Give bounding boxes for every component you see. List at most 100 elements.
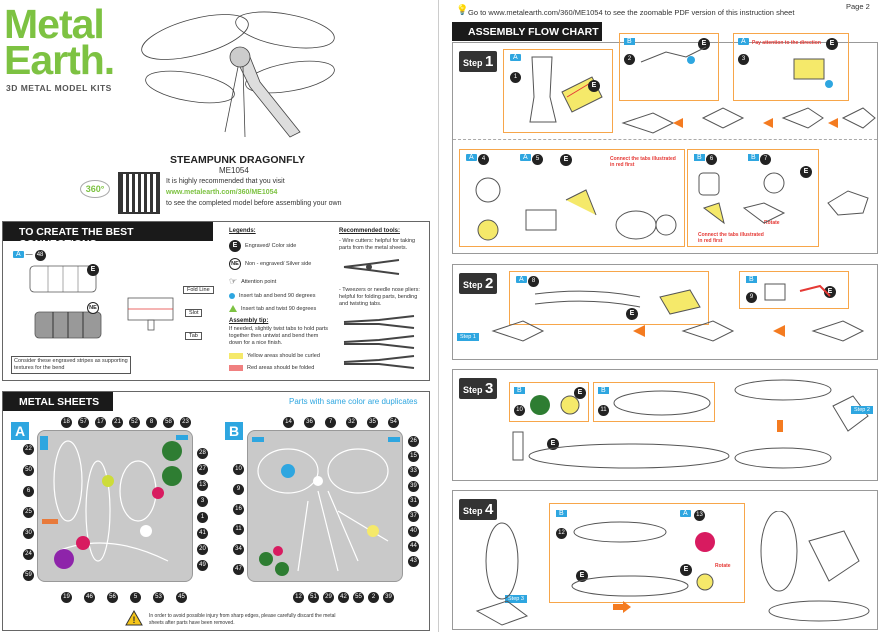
step4-part12-drawing	[571, 521, 715, 597]
step1-reference-tag: Step 1	[457, 333, 479, 341]
step1-divider	[453, 139, 877, 140]
green-triangle-icon	[229, 305, 237, 312]
page-divider	[438, 0, 439, 632]
step4-arrow	[613, 601, 631, 613]
step3-assembly-left	[512, 431, 730, 469]
legend-blue-dot: Insert tab and bend 90 degrees	[229, 293, 329, 299]
wire-cutter-icon	[343, 259, 400, 275]
page-number: Page 2	[846, 2, 870, 11]
step3-label: Step 3	[459, 378, 498, 399]
step2-part9-drawing	[764, 283, 831, 301]
tip-heading: Assembly tip:	[229, 318, 269, 324]
step3-part11-drawing	[613, 390, 711, 416]
logo-line1: Metal	[4, 1, 105, 47]
step1-box-a: A 1 E	[503, 49, 613, 133]
metal-sheets-heading: METAL SHEETS	[3, 392, 113, 411]
step2-reference-tag: Step 2	[851, 406, 873, 414]
step1-assembly-row1	[621, 107, 876, 134]
tool-tweezers: - Tweezers or needle nose pliers: helpfu…	[339, 287, 420, 307]
metal-sheets-panel: METAL SHEETS Parts with same color are d…	[2, 391, 430, 631]
step1-part-drawing	[529, 56, 603, 123]
step1-part4-drawing	[475, 177, 677, 241]
logo-line2: Earth.	[4, 37, 115, 83]
step3-reference-tag: Step 3	[505, 595, 527, 603]
part-tag: A	[13, 251, 24, 258]
step2-panel: Step 2 A 8 E B 9 E Step 1	[452, 264, 878, 360]
warning-icon: !	[125, 609, 143, 626]
step4-label: Step 4	[459, 499, 498, 520]
tab-label: Tab	[185, 332, 202, 340]
engraved-icon: E	[229, 240, 241, 252]
lightbulb-icon: 💡	[456, 5, 469, 16]
legend-attention: ☞Attention point	[229, 276, 277, 286]
sheet-a-parts	[40, 435, 188, 569]
connection-part-ref: A — 48	[13, 250, 46, 261]
tool-wire-cutters: - Wire cutters: helpful for taking parts…	[339, 238, 416, 251]
step1-part2-drawing	[640, 46, 707, 64]
legends-heading: Legends:	[229, 228, 256, 234]
tools-heading: Recommended tools:	[339, 228, 401, 234]
goto-text[interactable]: Go to www.metalearth.com/360/ME1054 to s…	[468, 8, 795, 17]
connect-tabs-note-2: Connect the tabs illustrated in red firs…	[698, 232, 764, 244]
connect-tabs-note: Connect the tabs illustrated in red firs…	[610, 156, 676, 168]
attention-direction-note: Pay attention to the direction	[752, 40, 821, 46]
tools-panel: Recommended tools: - Wire cutters: helpf…	[339, 228, 427, 377]
fold-line-label: Fold Line	[183, 286, 214, 294]
svg-text:!: !	[133, 615, 136, 625]
engraved-marker: E	[87, 264, 99, 276]
step3-panel: Step 3 B 10 E B 11 E Step 2	[452, 369, 878, 481]
model-title: STEAMPUNK DRAGONFLY	[170, 154, 305, 166]
step2-part8-drawing	[534, 289, 701, 315]
non-engraved-icon: NE	[229, 258, 241, 270]
connections-panel: TO CREATE THE BEST CONNECTIONS A — 48 E …	[2, 221, 430, 381]
duplicates-note: Parts with same color are duplicates	[289, 397, 418, 406]
rotate-note: Rotate	[764, 220, 780, 226]
attention-hand-icon: ☞	[229, 276, 238, 286]
pliers-icon	[343, 315, 415, 369]
step4-assembly-right	[760, 511, 870, 622]
step3-part10-drawing	[530, 395, 580, 415]
step4-box-a: B 12 E A 13 E	[549, 503, 745, 603]
sheet-a-label: A	[11, 422, 29, 440]
step1-part3-drawing	[793, 58, 833, 88]
step1-box-e: B 6 B 7 E Rotate Connect the tabs illust…	[687, 149, 819, 247]
connections-heading: TO CREATE THE BEST CONNECTIONS	[3, 222, 213, 250]
sheet-a	[37, 430, 193, 582]
sheet-b-parts	[252, 437, 400, 576]
step2-box-b: B 9 E	[739, 271, 849, 309]
logo-subtitle: 3D METAL MODEL KITS	[6, 83, 112, 93]
red-swatch	[229, 365, 243, 371]
badge-360: 360°	[80, 180, 110, 198]
model-code: ME1054	[219, 166, 249, 175]
dragonfly-illustration	[141, 11, 335, 138]
sheet-b	[247, 430, 403, 582]
recommend-text: It is highly recommended that you visit	[166, 178, 285, 185]
step1-part6-drawing	[698, 172, 786, 225]
step3-assembly-right	[734, 379, 869, 469]
flow-chart-heading: ASSEMBLY FLOW CHART	[452, 22, 602, 41]
step2-label: Step 2	[459, 273, 498, 294]
step3-box-b: B 11	[593, 382, 715, 422]
rotate-note-2: Rotate	[715, 563, 731, 569]
legend-yellow: Yellow areas should be curled	[229, 353, 329, 359]
step2-assembly-row	[491, 320, 865, 342]
step1-final-drawing	[827, 190, 869, 216]
non-engraved-marker: NE	[87, 302, 99, 314]
legend-green-triangle: Insert tab and twist 90 degrees	[229, 305, 329, 312]
step1-box-b: B 2 E	[619, 33, 719, 101]
recommend-text-2: to see the completed model before assemb…	[166, 200, 342, 207]
warning-text: In order to avoid possible injury from s…	[149, 613, 336, 626]
model-url[interactable]: www.metalearth.com/360/ME1054	[166, 189, 278, 196]
blue-dot-icon	[229, 293, 235, 299]
step4-assembly-left	[475, 522, 529, 626]
step2-box-a: A 8 E	[509, 271, 709, 325]
step3-box-a: B 10 E	[509, 382, 589, 422]
